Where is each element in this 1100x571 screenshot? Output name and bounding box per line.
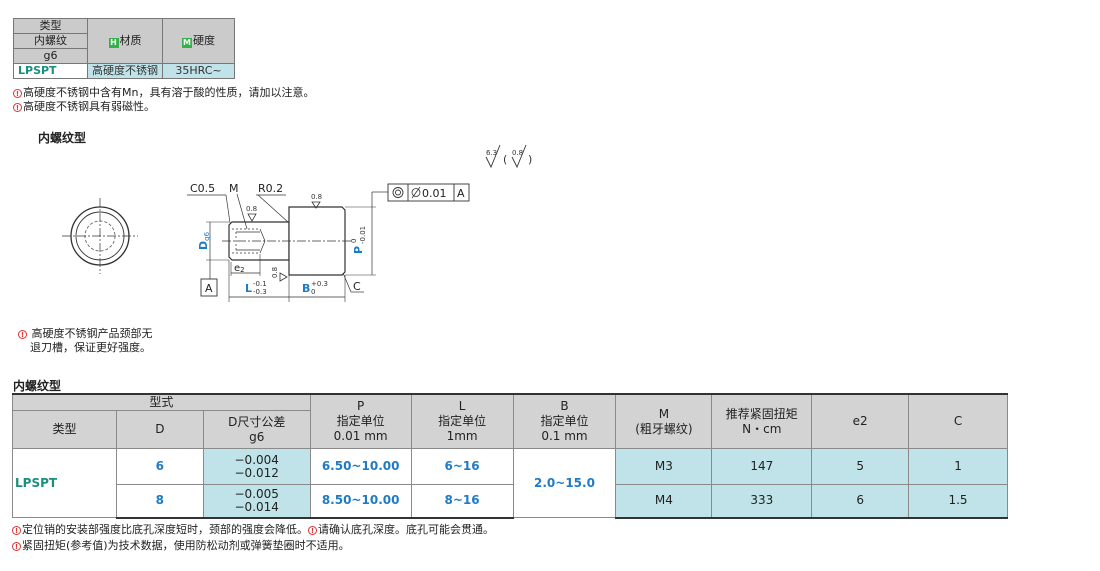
end-view (62, 198, 138, 274)
head-type: 类型 (12, 410, 117, 449)
head-d: D (115, 410, 204, 449)
label-c: C (353, 280, 361, 293)
svg-text:0: 0 (311, 288, 315, 296)
dimensions: C0.5 M R0.2 0.8 0.8 0.8 Dg6 e2 A L (187, 182, 470, 302)
gdt-tolerance: 0.01 (422, 187, 447, 200)
label-r02: R0.2 (258, 182, 283, 195)
head-model: 型式 (12, 393, 311, 411)
warning-icon: ! (13, 89, 22, 98)
cell-torque: 333 (711, 484, 813, 519)
svg-text:0.8: 0.8 (311, 193, 322, 201)
cell-torque: 147 (711, 448, 813, 485)
mat-row-material: 高硬度不锈钢 (87, 63, 163, 79)
side-view (222, 206, 352, 276)
cell-c: 1.5 (908, 484, 1008, 519)
cell-l: 6~16 (410, 448, 514, 485)
material-note-1: !高硬度不锈钢中含有Mn，具有溶于酸的性质，请加以注意。 (13, 86, 314, 100)
warning-icon: ! (13, 103, 22, 112)
warning-icon: ! (12, 542, 21, 551)
cell-p: 6.50~10.00 (309, 448, 412, 485)
table-row: LPSPT 6 −0.004−0.012 6.50~10.00 6~16 2.0… (12, 448, 1008, 518)
mat-row-code: LPSPT (13, 63, 88, 79)
label-d: Dg6 (197, 231, 211, 250)
datum-a: A (205, 282, 213, 295)
cell-e2: 6 (811, 484, 910, 519)
svg-text:0.8: 0.8 (246, 205, 257, 213)
type-code: LPSPT (12, 448, 117, 518)
cell-d: 6 (115, 448, 204, 485)
svg-text:0: 0 (350, 239, 358, 243)
cell-m: M4 (615, 484, 713, 519)
label-e2: e2 (234, 263, 245, 274)
material-note-2: !高硬度不锈钢具有弱磁性。 (13, 100, 155, 114)
technical-drawing: 6.3 ( 0.8 ) C0.5 M R0.2 (62, 144, 532, 302)
head-e2: e2 (811, 393, 910, 449)
cell-p: 8.50~10.00 (309, 484, 412, 519)
warning-icon: ! (18, 330, 27, 339)
cell-m: M3 (615, 448, 713, 485)
cell-d-tolerance: −0.004−0.012 (202, 448, 311, 485)
head-m: M(粗牙螺纹) (615, 393, 713, 449)
label-m: M (229, 182, 239, 195)
svg-text:6.3: 6.3 (486, 149, 497, 157)
cell-c: 1 (908, 448, 1008, 485)
svg-text:-0.1: -0.1 (253, 280, 267, 288)
label-c05: C0.5 (190, 182, 215, 195)
svg-text:+0.3: +0.3 (311, 280, 328, 288)
cell-b: 2.0~15.0 (512, 448, 617, 518)
warning-icon: ! (308, 526, 317, 535)
roughness-symbol: 6.3 ( 0.8 ) (485, 144, 532, 169)
spec-section-title: 内螺纹型 (13, 379, 62, 393)
diameter-icon (411, 188, 421, 197)
concentricity-icon (392, 187, 404, 198)
hardness-mark-icon: M (182, 38, 192, 48)
drawing-note-2: 退刀槽，保证更好强度。 (30, 341, 151, 354)
cell-e2: 5 (811, 448, 910, 485)
material-mark-icon: H (108, 38, 119, 48)
label-l: L (245, 282, 252, 295)
mat-header-type: 类型 (13, 18, 88, 34)
label-p: P (352, 246, 365, 254)
svg-text:0.8: 0.8 (271, 267, 279, 278)
svg-text:-0.01: -0.01 (359, 226, 367, 244)
warning-icon: ! (12, 526, 21, 535)
mat-header-thread: 内螺纹 (13, 33, 88, 49)
gdt-datum: A (457, 187, 465, 200)
svg-text:(: ( (503, 153, 507, 166)
footer-note-1: !定位销的安装部强度比底孔深度短时，颈部的强度会降低。!请确认底孔深度。底孔可能… (12, 523, 494, 537)
drawing-note-1: ! 高硬度不锈钢产品颈部无 (18, 327, 153, 341)
drawing-section-title: 内螺纹型 (38, 131, 87, 145)
table-row: 8 −0.005−0.014 8.50~10.00 8~16 M4 333 6 … (13, 484, 1008, 519)
svg-text:-0.3: -0.3 (253, 288, 267, 296)
cell-l: 8~16 (410, 484, 514, 519)
svg-text:): ) (528, 153, 532, 166)
mat-row-hardness: 35HRC~ (162, 63, 235, 79)
cell-d-tolerance: −0.005−0.014 (202, 484, 311, 519)
label-b: B (302, 282, 310, 295)
svg-text:0.8: 0.8 (512, 149, 523, 157)
cell-d: 8 (115, 484, 204, 519)
footer-note-2: !紧固扭矩(参考值)为技术数据，使用防松动剂或弹簧垫圈时不适用。 (12, 539, 350, 553)
head-c: C (908, 393, 1008, 449)
mat-header-fit: g6 (13, 48, 88, 64)
